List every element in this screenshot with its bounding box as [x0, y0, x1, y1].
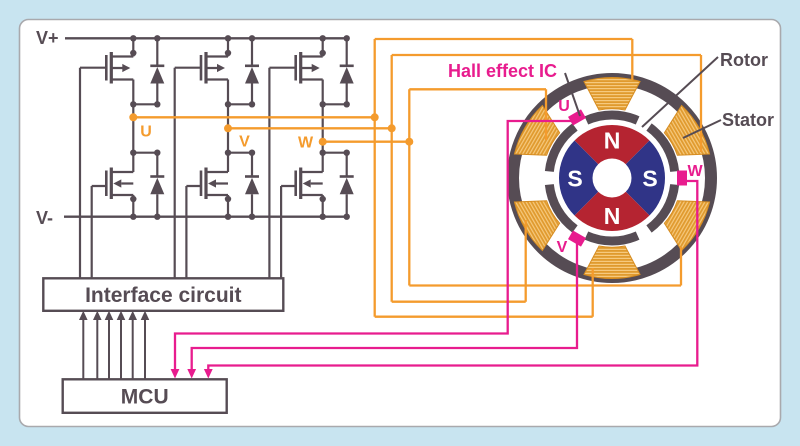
bridge-phase-u-label: U [140, 124, 152, 141]
hall-sensor-w [677, 170, 687, 186]
rotor-pole-s-left [558, 140, 612, 216]
stator-coils [513, 77, 711, 279]
hall-wire-arrowheads [170, 369, 213, 379]
phase-wire-u-routing [373, 37, 634, 318]
hall-sensor-chips [568, 109, 687, 247]
pole-letter-s-right: S [642, 166, 657, 192]
rotor-pole-s-right [612, 140, 666, 216]
hall-w-label: W [687, 163, 703, 180]
stator-callout-leader [682, 119, 722, 139]
hall-wire-v [190, 243, 579, 370]
stator-tooth-arcs [544, 110, 680, 246]
phase-wires [133, 37, 703, 318]
mcu-label: MCU [121, 386, 169, 409]
phase-wire-v-routing [390, 53, 703, 303]
bridge-phase-v-label: V [239, 134, 250, 151]
rotor-shaft-hole [592, 158, 632, 198]
mcu-box [61, 378, 228, 414]
interface-circuit-label: Interface circuit [85, 284, 241, 307]
rotor-pole-n-top [574, 124, 650, 178]
hall-sensor-wires [173, 119, 699, 370]
hall-wire-w [207, 179, 699, 370]
mcu-to-interface-arrows [79, 310, 150, 380]
interface-circuit-box [42, 277, 285, 312]
hall-u-label: U [558, 98, 570, 115]
stator-callout: Stator [722, 110, 774, 130]
rotor-pole-n-bottom [574, 178, 650, 232]
phase-wire-w-routing [408, 88, 683, 287]
rotor-callout: Rotor [720, 50, 768, 70]
hall-callout-leader [564, 72, 581, 117]
motor-cross-section: N S S N [507, 73, 717, 283]
hall-wire-u [173, 119, 577, 370]
bridge-phase-w-label: W [298, 135, 314, 152]
rotor-callout-leader [641, 56, 719, 128]
hall-sensor-u [568, 109, 586, 126]
v-minus-label: V- [36, 208, 53, 228]
phase-wire-junction-dots [129, 113, 414, 146]
pole-letter-n-top: N [604, 128, 621, 154]
callout-leaders [564, 56, 722, 139]
pole-letter-n-bottom: N [604, 203, 621, 229]
hall-effect-ic-callout: Hall effect IC [448, 61, 557, 81]
power-rails [64, 37, 349, 218]
hall-v-label: V [557, 239, 568, 256]
v-plus-label: V+ [36, 28, 59, 48]
pole-letter-s-left: S [567, 166, 582, 192]
hall-sensor-v [568, 230, 586, 247]
